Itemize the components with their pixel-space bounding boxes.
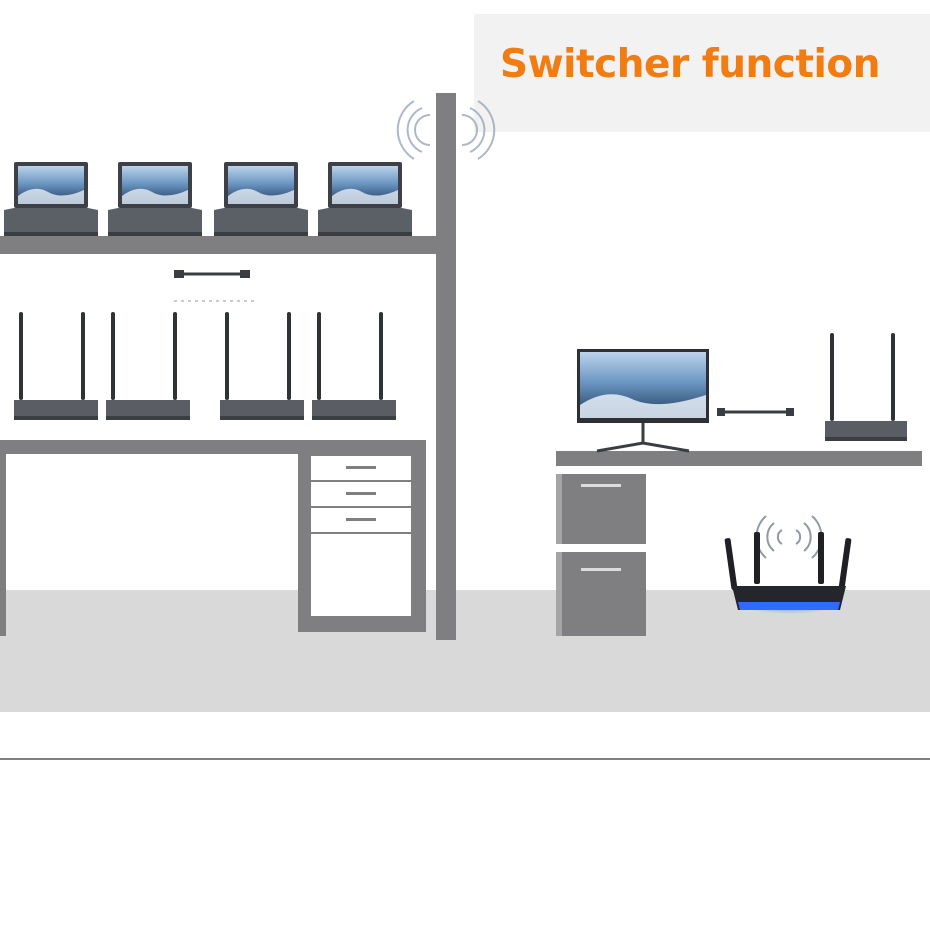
wireless-signal-icon [396,100,496,160]
hdmi-cable-icon [174,270,258,302]
left-drawer-cabinet [298,454,426,632]
left-desk-top [0,440,426,454]
router-signal-icon [755,515,823,559]
router [724,515,852,614]
laptop [4,162,98,236]
laptop [108,162,202,236]
left-desk-leg [0,454,6,636]
transmitter-box [14,312,98,420]
transmitter-box [312,312,396,420]
diagram-title: Switcher function [500,42,880,87]
laptop [214,162,308,236]
title-banner: Switcher function [474,14,930,132]
transmitter-box [106,312,190,420]
vertical-pillar [436,93,456,640]
receiver-box [825,333,907,441]
laptop [318,162,412,236]
monitor [577,349,709,453]
right-desk-top [556,451,922,466]
transmitter-box [220,312,304,420]
right-drawer-cabinet [556,466,646,636]
hdmi-cable-icon [717,408,794,416]
top-shelf [0,236,436,254]
